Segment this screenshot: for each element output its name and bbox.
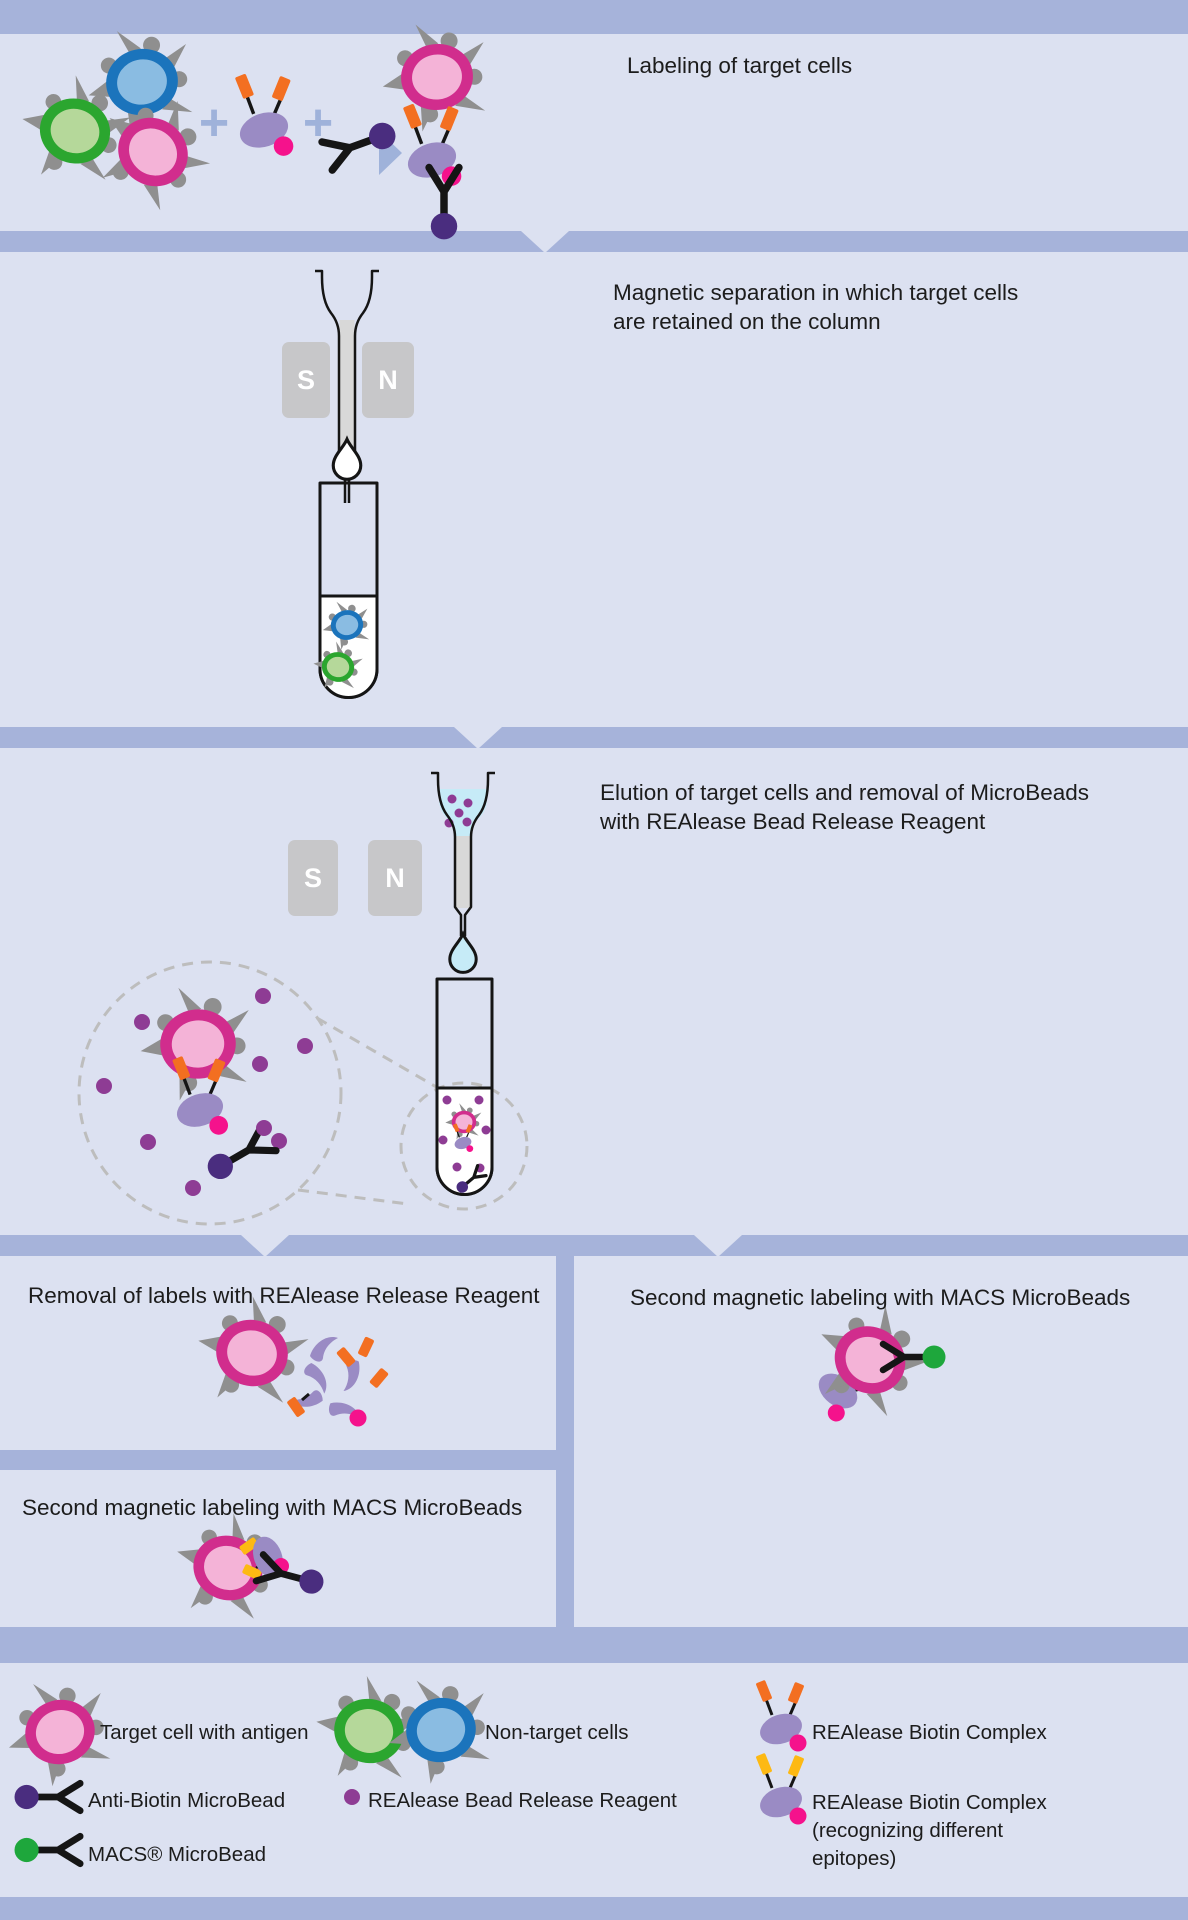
plus-icon: + <box>198 94 230 152</box>
panel-labeling-title: Labeling of target cells <box>627 53 853 78</box>
legend-realease-complex-label: REAlease Biotin Complex <box>812 1721 1047 1744</box>
left-column-gap-band <box>0 1450 556 1470</box>
legend-release-reagent-label: REAlease Bead Release Reagent <box>368 1789 677 1812</box>
realease-biotin-complex-icon <box>170 1054 230 1137</box>
eluate-tube-icon <box>435 977 494 1198</box>
separator-band-4 <box>0 1627 1188 1663</box>
non-target-cell-blue-icon <box>76 17 203 145</box>
realease-biotin-complex-icon <box>803 1340 895 1427</box>
bottom-strip <box>0 1897 1188 1920</box>
magnifier-source-circle-icon <box>399 1081 529 1211</box>
legend-macs-microbead-icon <box>15 1836 81 1863</box>
separator-band-2 <box>0 727 1188 748</box>
collection-tube-icon <box>309 481 379 699</box>
legend-anti-biotin-icon <box>15 1783 81 1810</box>
panel-elution-title: Elution of target cells and removal of M… <box>600 780 1089 834</box>
flow-notch-icon <box>694 1235 742 1257</box>
non-target-cell-blue-icon <box>318 596 374 653</box>
panel-removal-title: Removal of labels with REAlease Release … <box>28 1283 540 1308</box>
panel-second-labeling-left-title: Second magnetic labeling with MACS Micro… <box>22 1495 523 1520</box>
magnet-south: S <box>282 342 330 418</box>
legend-target-cell-label: Target cell with antigen <box>100 1721 309 1744</box>
column-divider <box>556 1256 574 1627</box>
magnet-north: N <box>368 840 422 916</box>
legend-green-cell-icon <box>306 1667 429 1791</box>
labeled-target-cell-icon <box>374 15 495 239</box>
elution-column-icon <box>431 771 495 936</box>
realease-biotin-complex-icon <box>233 71 296 158</box>
panel-second-labeling-right-title: Second magnetic labeling with MACS Micro… <box>630 1285 1131 1310</box>
legend-macs-microbead-label: MACS® MicroBead <box>88 1843 267 1866</box>
legend-realease-complex2-label: REAlease Biotin Complex(recognizing diff… <box>812 1791 1047 1870</box>
legend-realease-complex2-icon <box>754 1751 808 1826</box>
plus-icon: + <box>302 94 334 152</box>
legend-blue-cell-icon <box>377 1667 500 1791</box>
flow-notch-icon <box>521 231 569 253</box>
magnet-south: S <box>288 840 338 916</box>
non-target-cell-green-icon <box>9 64 138 194</box>
non-target-cell-green-icon <box>309 638 365 695</box>
separator-band-1 <box>0 231 1188 252</box>
magnifier-circle-icon <box>77 960 343 1226</box>
target-cell-icon <box>135 981 257 1104</box>
magnified-eluate-view <box>96 981 313 1196</box>
arrow-right-icon <box>379 131 402 175</box>
legend-realease-complex-icon <box>754 1678 808 1753</box>
flow-notch-icon <box>454 727 502 749</box>
panel-separation-title: Magnetic separation in which target cell… <box>613 280 1019 334</box>
flow-notch-icon <box>241 1235 289 1257</box>
magnet-north: N <box>362 342 414 418</box>
anti-biotin-microbead-icon <box>202 1126 276 1185</box>
legend-release-reagent-icon <box>344 1789 360 1805</box>
separator-band-3 <box>0 1235 1188 1256</box>
top-strip <box>0 0 1188 34</box>
anti-biotin-microbead-icon <box>256 1555 326 1598</box>
droplet-icon <box>331 437 363 481</box>
legend-non-target-cells-label: Non-target cells <box>485 1721 629 1744</box>
legend-anti-biotin-label: Anti-Biotin MicroBead <box>88 1789 286 1812</box>
droplet-icon <box>448 932 478 974</box>
macs-microbead-icon <box>883 1344 946 1370</box>
magnifier-dashed-links <box>77 960 529 1226</box>
